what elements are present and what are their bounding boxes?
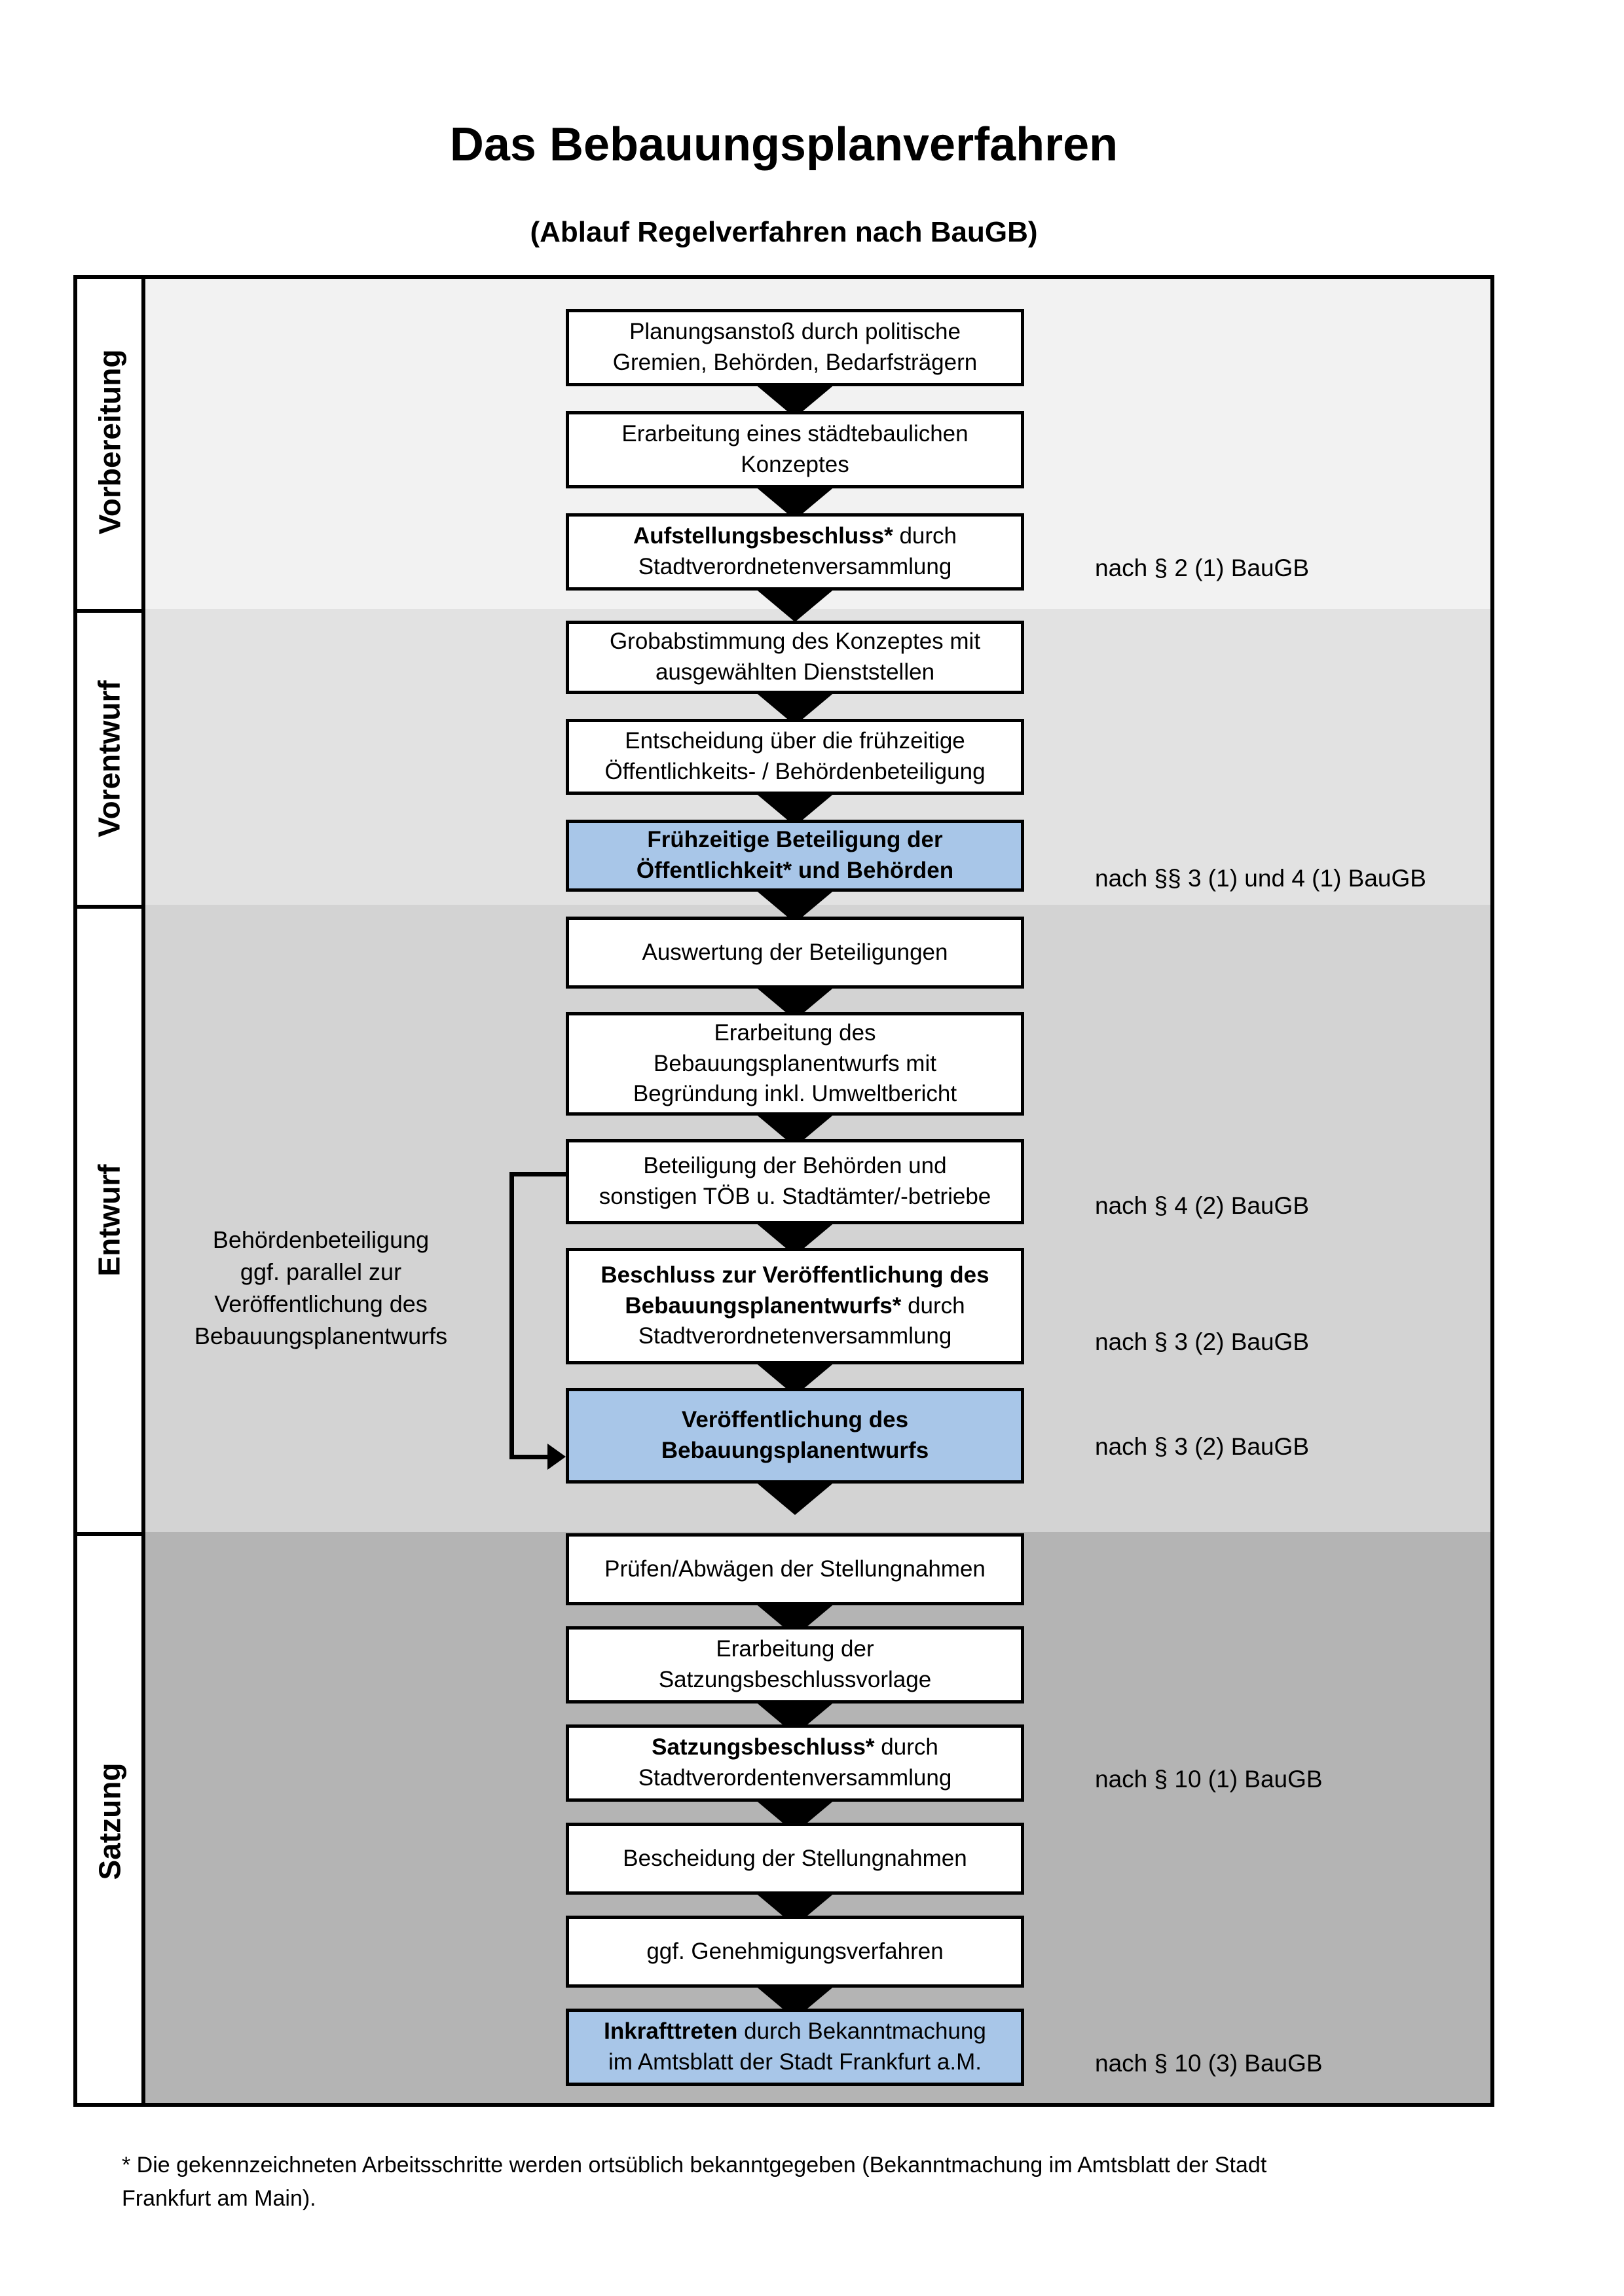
parallel-note-line: Veröffentlichung des <box>214 1290 428 1317</box>
step-text-line: Konzeptes <box>741 452 849 477</box>
step-text-line: Frühzeitige Beteiligung der <box>647 827 943 853</box>
phase-label-entwurf: Entwurf <box>92 1164 127 1277</box>
step-text-line: Öffentlichkeits- / Behördenbeteiligung <box>604 759 986 784</box>
phase-cell-entwurf: Entwurf <box>77 905 145 1532</box>
step-text-line: Aufstellungsbeschluss* durch <box>633 523 957 549</box>
step-text-line: Bescheidung der Stellungnahmen <box>623 1845 967 1871</box>
phase-label-satzung: Satzung <box>92 1762 127 1880</box>
step-text-line: Begründung inkl. Umweltbericht <box>633 1081 957 1107</box>
step-text-line: Stadtverordentenversammlung <box>638 1765 952 1791</box>
step-text-line: Bebauungsplanentwurfs* durch <box>625 1292 965 1319</box>
step-genehmigungsverfahren: ggf. Genehmigungsverfahren <box>566 1916 1024 1988</box>
step-text-line: Grobabstimmung des Konzeptes mit <box>609 629 981 655</box>
phase-label-vorentwurf: Vorentwurf <box>92 680 126 837</box>
step-text-line: Auswertung der Beteiligungen <box>642 939 948 965</box>
legal-reference: nach § 4 (2) BauGB <box>1095 1192 1310 1219</box>
page-title: Das Bebauungsplanverfahren <box>449 118 1118 171</box>
connector-vertical-segment <box>509 1172 514 1459</box>
step-text-line: im Amtsblatt der Stadt Frankfurt a.M. <box>608 2049 982 2075</box>
connector-bottom-segment <box>509 1455 549 1459</box>
step-text-line: Planungsanstoß durch politische <box>629 319 961 345</box>
step-auswertung-beteiligungen: Auswertung der Beteiligungen <box>566 917 1024 989</box>
step-text-line: Veröffentlichung des <box>681 1407 909 1433</box>
step-text-line: Satzungsbeschlussvorlage <box>658 1667 932 1692</box>
step-grobabstimmung: Grobabstimmung des Konzeptes mit ausgewäh… <box>566 621 1024 694</box>
step-text-line: Satzungsbeschluss* durch <box>652 1734 938 1760</box>
step-text-line: Öffentlichkeit* und Behörden <box>636 858 954 883</box>
legal-reference: nach § 10 (1) BauGB <box>1095 1766 1323 1793</box>
legal-reference: nach § 3 (2) BauGB <box>1095 1328 1310 1355</box>
step-text-line: Bebauungsplanentwurfs mit <box>654 1050 936 1076</box>
step-inkrafttreten: Inkrafttreten durch Bekanntmachung im Amt… <box>566 2009 1024 2086</box>
parallel-note-line: Bebauungsplanentwurfs <box>194 1322 448 1349</box>
step-text-line: Bebauungsplanentwurfs <box>661 1438 929 1463</box>
phase-cell-satzung: Satzung <box>77 1532 145 2107</box>
parallel-note-line: ggf. parallel zur <box>240 1258 402 1286</box>
step-pruefen-abwaegen: Prüfen/Abwägen der Stellungnahmen <box>566 1533 1024 1605</box>
step-text-line: Stadtverordnetenversammlung <box>638 554 952 579</box>
legal-reference: nach § 2 (1) BauGB <box>1095 555 1310 581</box>
footnote-line: * Die gekennzeichneten Arbeitsschritte w… <box>122 2153 1267 2178</box>
footnote-line: Frankfurt am Main). <box>122 2186 316 2211</box>
step-bescheidung: Bescheidung der Stellungnahmen <box>566 1823 1024 1895</box>
step-text-line: Beschluss zur Veröffentlichung des <box>600 1262 989 1288</box>
step-text-line: Inkrafttreten durch Bekanntmachung <box>604 2018 986 2045</box>
connector-arrowhead-icon <box>547 1444 566 1470</box>
page-subtitle: (Ablauf Regelverfahren nach BauGB) <box>530 216 1038 248</box>
step-text-line: ggf. Genehmigungsverfahren <box>646 1938 944 1964</box>
step-text-line: Erarbeitung eines städtebaulichen <box>621 421 969 447</box>
step-text-line: ausgewählten Dienststellen <box>655 659 935 685</box>
step-text-line: Prüfen/Abwägen der Stellungnahmen <box>604 1556 986 1582</box>
step-text-line: Entscheidung über die frühzeitige <box>625 728 965 754</box>
step-behoerden-toeb-beteiligung: Beteiligung der Behörden und sonstigen TÖ… <box>566 1139 1024 1224</box>
arrow-down-icon <box>754 588 836 622</box>
connector-top-segment <box>509 1172 566 1176</box>
arrow-down-icon <box>754 1481 836 1515</box>
step-text-line: Gremien, Behörden, Bedarfsträgern <box>612 350 978 375</box>
legal-reference: nach § 3 (2) BauGB <box>1095 1433 1310 1460</box>
phase-label-vorbereitung: Vorbereitung <box>92 349 127 535</box>
step-text-line: Stadtverordnetenversammlung <box>638 1323 952 1349</box>
step-text-line: Erarbeitung der <box>716 1636 874 1662</box>
parallel-note-line: Behördenbeteiligung <box>212 1226 430 1254</box>
step-text-line: Beteiligung der Behörden und <box>643 1153 947 1179</box>
legal-reference: nach §§ 3 (1) und 4 (1) BauGB <box>1095 865 1426 892</box>
step-text-line: Erarbeitung des <box>714 1019 876 1046</box>
phase-cell-vorentwurf: Vorentwurf <box>77 609 145 905</box>
step-text-line: sonstigen TÖB u. Stadtämter/-betriebe <box>599 1184 991 1209</box>
phase-cell-vorbereitung: Vorbereitung <box>77 275 145 609</box>
footnote: * Die gekennzeichneten Arbeitsschritte w… <box>122 2149 1536 2215</box>
legal-reference: nach § 10 (3) BauGB <box>1095 2050 1323 2077</box>
